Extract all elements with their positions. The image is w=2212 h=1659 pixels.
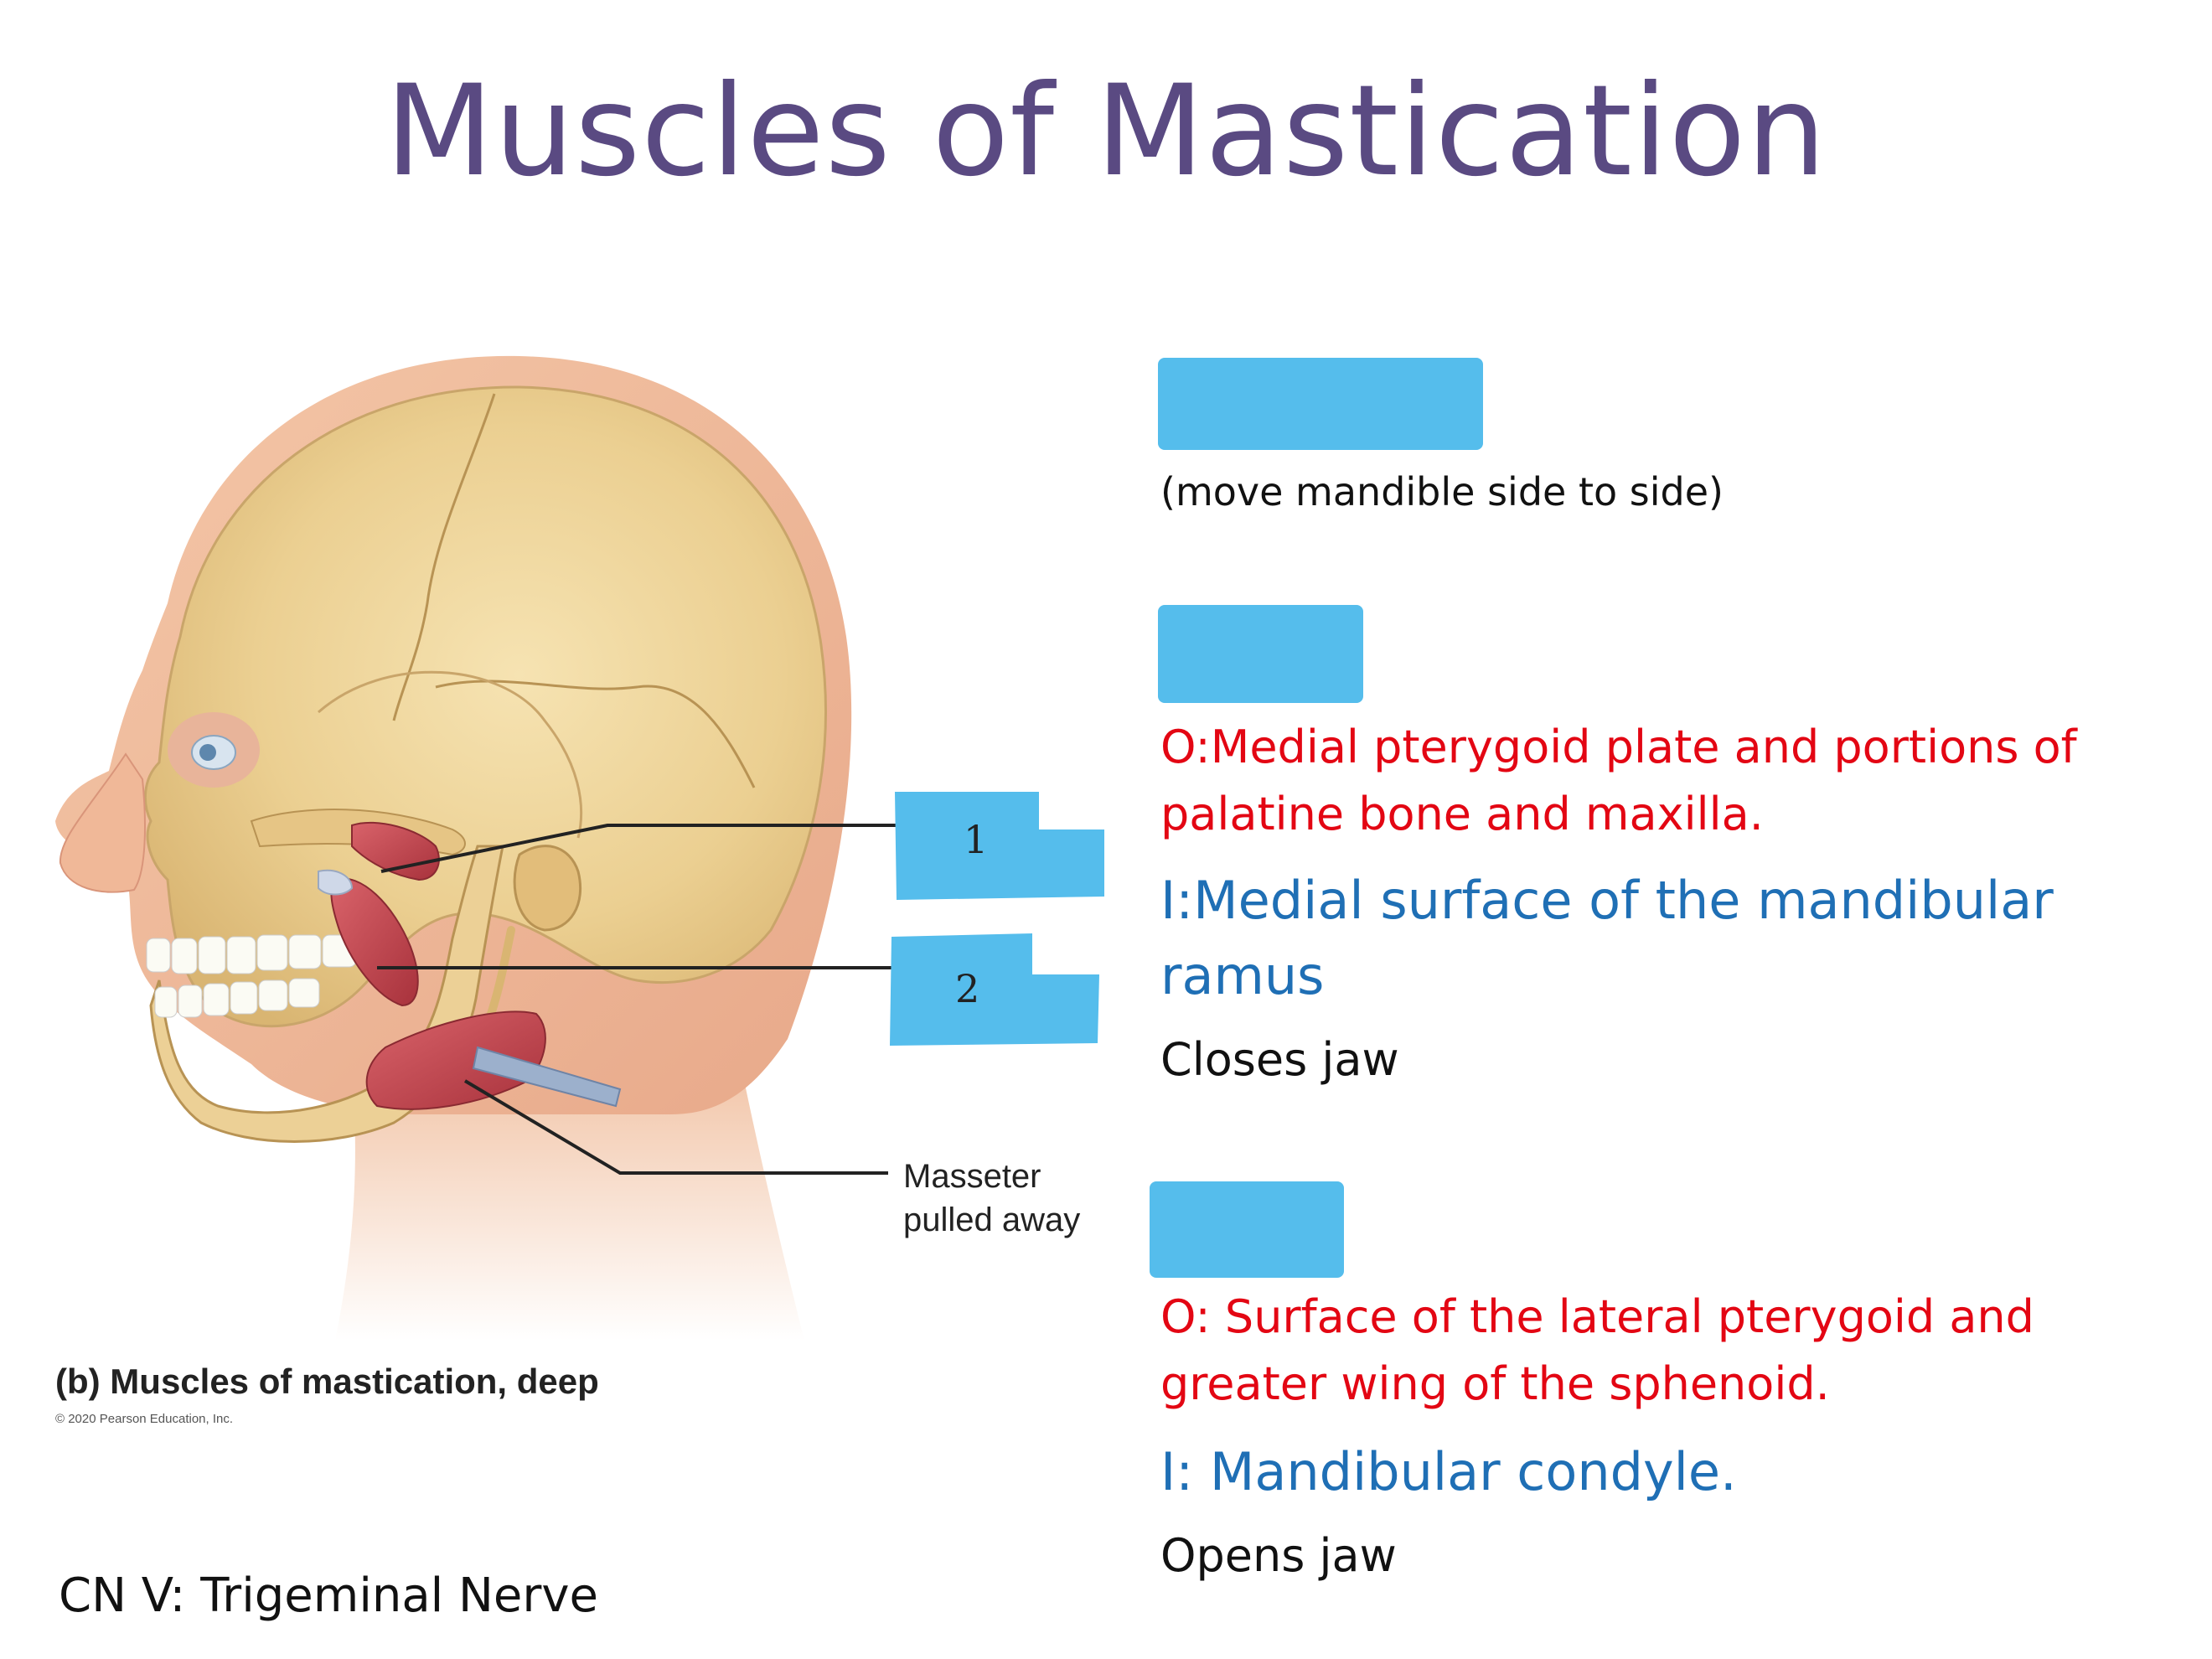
section2-action: Closes jaw [1160,1033,1399,1086]
heading-box-2 [1158,605,1363,703]
medial-pterygoid-muscle [330,877,419,1007]
heading-box-1 [1158,358,1483,450]
label-2-number: 2 [955,966,980,1011]
section2-insertion-line1: I:Medial surface of the mandibular [1160,870,2054,931]
slide-title: Muscles of Mastication [385,59,1827,204]
label-box-2 [890,933,1099,1046]
figure-caption: (b) Muscles of mastication, deep [55,1362,599,1401]
section3-action: Opens jaw [1160,1529,1397,1582]
pterygoid-tendon [318,869,354,896]
skull-bone [143,385,827,1028]
label-box-1 [895,792,1104,900]
section2-origin-line1: O:Medial pterygoid plate and portions of [1160,721,2077,773]
squamous-suture [318,670,583,839]
leader-line-1 [380,824,901,873]
lower-teeth [154,978,320,1018]
neck-skin [335,1047,804,1341]
section1-action: (move mandible side to side) [1160,469,1724,514]
leader-line-masseter [463,1079,888,1175]
label-1-number: 1 [964,817,989,862]
section2-origin: O:Medial pterygoid plate and portions of… [1160,714,2077,848]
nose [59,752,146,893]
masseter-label-line2: pulled away [903,1202,1081,1238]
masseter-label: Masseter pulled away [903,1155,1080,1242]
masseter-label-line1: Masseter [903,1158,1041,1195]
cranial-nerve-footer: CN V: Trigeminal Nerve [59,1569,598,1623]
figure-copyright: © 2020 Pearson Education, Inc. [55,1412,234,1426]
masseter-tendon [472,1046,622,1108]
section3-insertion: I: Mandibular condyle. [1160,1441,1737,1502]
ear-canal [513,845,582,932]
section3-origin: O: Surface of the lateral pterygoid and … [1160,1284,2034,1418]
heading-box-3 [1150,1181,1344,1278]
coronal-suture [392,393,496,721]
upper-teeth [146,934,357,974]
section3-origin-line1: O: Surface of the lateral pterygoid and [1160,1290,2034,1343]
section2-insertion: I:Medial surface of the mandibular ramus [1160,863,2054,1014]
section3-origin-line2: greater wing of the sphenoid. [1160,1357,1830,1410]
lambdoid-suture [435,680,756,788]
section2-insertion-line2: ramus [1160,945,1325,1006]
section2-origin-line2: palatine bone and maxilla. [1160,788,1764,840]
